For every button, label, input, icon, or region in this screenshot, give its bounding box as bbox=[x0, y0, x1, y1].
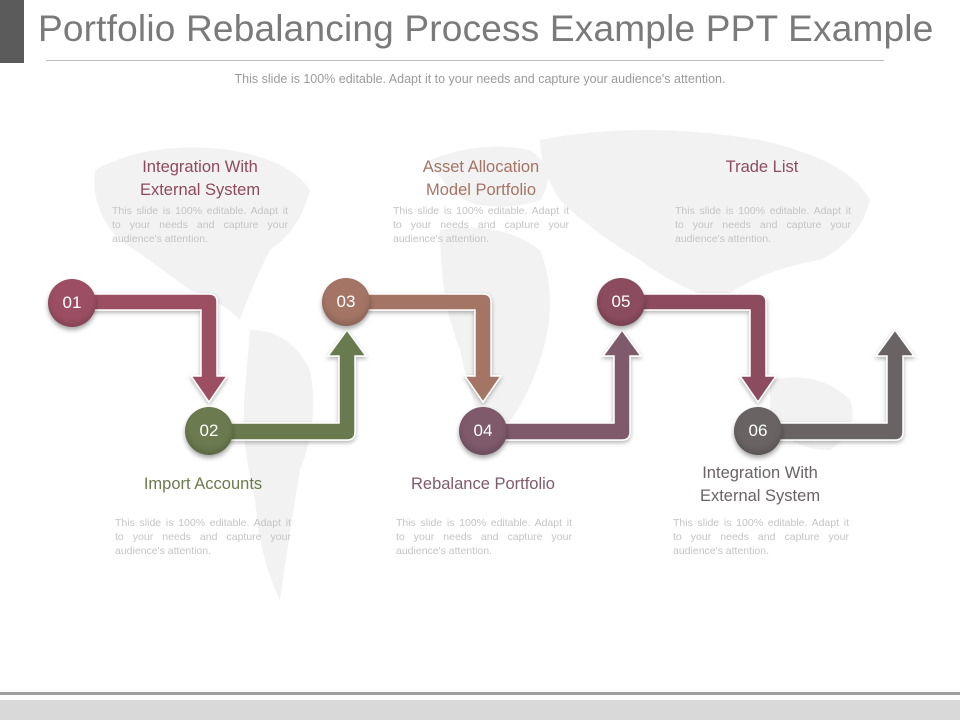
step-04-description: This slide is 100% editable. Adapt it to… bbox=[396, 517, 572, 557]
step-01-label: Integration With External System bbox=[139, 158, 261, 199]
step-01-description: This slide is 100% editable. Adapt it to… bbox=[112, 205, 288, 245]
connector-04-to-05 bbox=[483, 328, 643, 441]
step-03-number: 03 bbox=[322, 278, 370, 326]
step-06-number: 06 bbox=[734, 407, 782, 455]
connector-01-to-02 bbox=[71, 293, 229, 404]
title-accent-bar bbox=[0, 0, 24, 63]
step-05-description: This slide is 100% editable. Adapt it to… bbox=[675, 205, 851, 245]
step-06-label: Integration With External System bbox=[699, 464, 821, 505]
step-01-number: 01 bbox=[48, 279, 96, 327]
slide-title: Portfolio Rebalancing Process Example PP… bbox=[38, 8, 934, 49]
step-02-description: This slide is 100% editable. Adapt it to… bbox=[115, 517, 291, 557]
connector-03-to-04 bbox=[345, 293, 503, 404]
step-05-label: Trade List bbox=[725, 158, 799, 176]
slide-subtitle: This slide is 100% editable. Adapt it to… bbox=[234, 72, 726, 86]
connector-02-to-03 bbox=[209, 328, 368, 441]
title-divider bbox=[46, 60, 884, 61]
footer-divider bbox=[0, 692, 960, 695]
step-03-description: This slide is 100% editable. Adapt it to… bbox=[393, 205, 569, 245]
step-02-number: 02 bbox=[185, 407, 233, 455]
connector-06-out bbox=[757, 328, 916, 441]
step-04-number: 04 bbox=[459, 407, 507, 455]
step-04-label: Rebalance Portfolio bbox=[410, 475, 555, 493]
step-05-number: 05 bbox=[597, 278, 645, 326]
step-06-description: This slide is 100% editable. Adapt it to… bbox=[673, 517, 849, 557]
connector-05-to-06 bbox=[620, 293, 778, 404]
footer-bar bbox=[0, 700, 960, 720]
step-02-label: Import Accounts bbox=[143, 475, 263, 493]
step-03-label: Asset Allocation Model Portfolio bbox=[422, 158, 540, 199]
